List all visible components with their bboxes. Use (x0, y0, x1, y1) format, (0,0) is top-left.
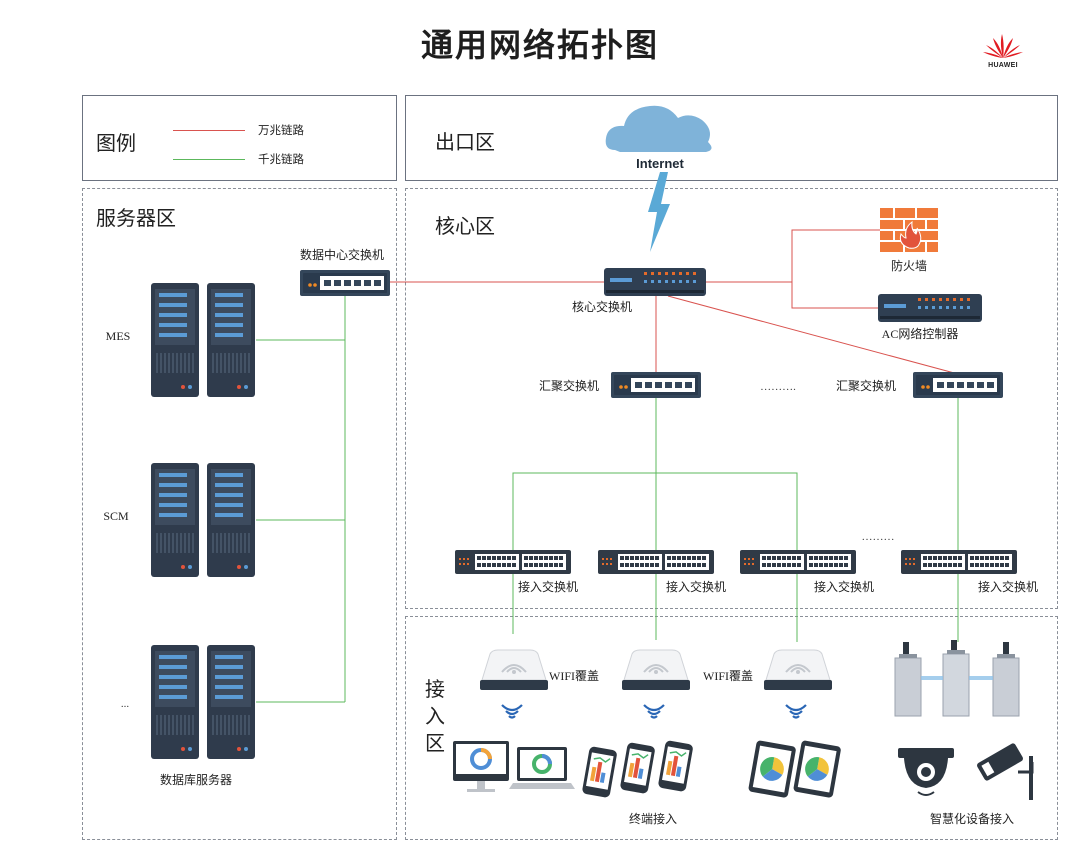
exit-zone-label: 出口区 (435, 130, 495, 154)
legend-line-gig (173, 159, 245, 160)
firewall-label: 防火墙 (891, 258, 927, 273)
legend-box (82, 95, 397, 181)
gig-links (256, 292, 959, 703)
server-zone-box (82, 188, 397, 840)
access-switch-1-label: 接入交换机 (518, 579, 578, 594)
access-zone-label-1: 接 (425, 677, 445, 701)
access-switch-4-label: 接入交换机 (978, 579, 1038, 594)
scm-label: SCM (103, 509, 129, 523)
core-zone-label: 核心区 (435, 214, 495, 238)
bullet-camera-icon (977, 743, 1034, 800)
access-zone-label-2: 入 (425, 704, 445, 728)
access-zone-label-3: 区 (425, 731, 445, 755)
internet-label: Internet (636, 156, 684, 171)
server-zone-label: 服务器区 (96, 206, 176, 230)
huawei-wordmark: HUAWEI (988, 62, 1018, 69)
access-switch-2-label: 接入交换机 (666, 579, 726, 594)
agg-switch-1-label: 汇聚交换机 (539, 378, 599, 393)
mes-server-icon-b (206, 282, 256, 398)
wifi-ap-3-icon (763, 649, 833, 691)
wifi-waves-1-icon (500, 703, 524, 719)
tablet-1-icon (747, 740, 797, 799)
mes-server-icon-a (150, 282, 200, 398)
ac-controller-label: AC网络控制器 (882, 326, 959, 341)
wifi-label-1: WIFI覆盖 (549, 669, 599, 683)
wifi-waves-2-icon (642, 703, 666, 719)
link-core-ac (791, 282, 880, 309)
ac-controller-icon (878, 294, 982, 322)
turnstile-gate-icon (894, 640, 1020, 717)
tablet-2-icon (792, 740, 842, 799)
legend-label-ten-gig: 万兆链路 (258, 125, 304, 137)
agg-ellipsis: ………. (760, 381, 796, 393)
link-agg1-bus (512, 472, 798, 552)
legend-label-gig: 千兆链路 (258, 154, 304, 166)
page-title: 通用网络拓扑图 (420, 26, 659, 64)
wifi-label-2: WIFI覆盖 (703, 669, 753, 683)
wifi-ap-1-icon (479, 649, 549, 691)
core-zone-box (405, 188, 1058, 609)
huawei-logo-icon (983, 34, 1023, 58)
lightning-icon (648, 172, 670, 252)
more-servers-label: ... (121, 698, 130, 710)
access-switch-2-icon (598, 550, 714, 574)
scm-server-icon-b (206, 462, 256, 578)
dc-switch-icon (300, 270, 390, 296)
dc-switch-label: 数据中心交换机 (300, 247, 384, 262)
wifi-ap-2-icon (621, 649, 691, 691)
scm-server-icon-a (150, 462, 200, 578)
legend-title: 图例 (96, 131, 136, 155)
access-switch-3-icon (740, 550, 856, 574)
access-ellipsis: ……… (862, 531, 895, 543)
agg-switch-1-icon (611, 372, 701, 398)
link-core-agg2 (667, 295, 959, 375)
phone-3-icon (656, 739, 695, 793)
firewall-icon (880, 208, 938, 252)
link-core-firewall (705, 229, 880, 283)
phone-2-icon (618, 741, 657, 795)
agg-switch-2-label: 汇聚交换机 (836, 378, 896, 393)
access-zone-box (405, 616, 1058, 840)
db-server-icon-b (206, 644, 256, 760)
phone-1-icon (580, 745, 619, 799)
desktop-monitor-icon (453, 741, 509, 792)
smart-device-label: 智慧化设备接入 (930, 811, 1014, 826)
db-server-icon-a (150, 644, 200, 760)
terminal-label: 终端接入 (629, 811, 677, 826)
access-switch-4-icon (901, 550, 1017, 574)
internet-cloud-icon (605, 105, 712, 152)
core-switch-label: 核心交换机 (572, 299, 632, 314)
dome-camera-icon (898, 748, 954, 796)
laptop-icon (509, 747, 575, 789)
mes-label: MES (106, 329, 131, 343)
agg-switch-2-icon (913, 372, 1003, 398)
access-switch-1-icon (455, 550, 571, 574)
core-switch-icon (604, 268, 706, 296)
access-switch-3-label: 接入交换机 (814, 579, 874, 594)
huawei-logo: HUAWEI (980, 28, 1026, 74)
ten-gig-links (390, 229, 959, 375)
exit-zone-box (405, 95, 1058, 181)
legend-line-ten-gig (173, 130, 245, 131)
db-servers-label: 数据库服务器 (160, 772, 232, 787)
wifi-waves-3-icon (784, 703, 808, 719)
